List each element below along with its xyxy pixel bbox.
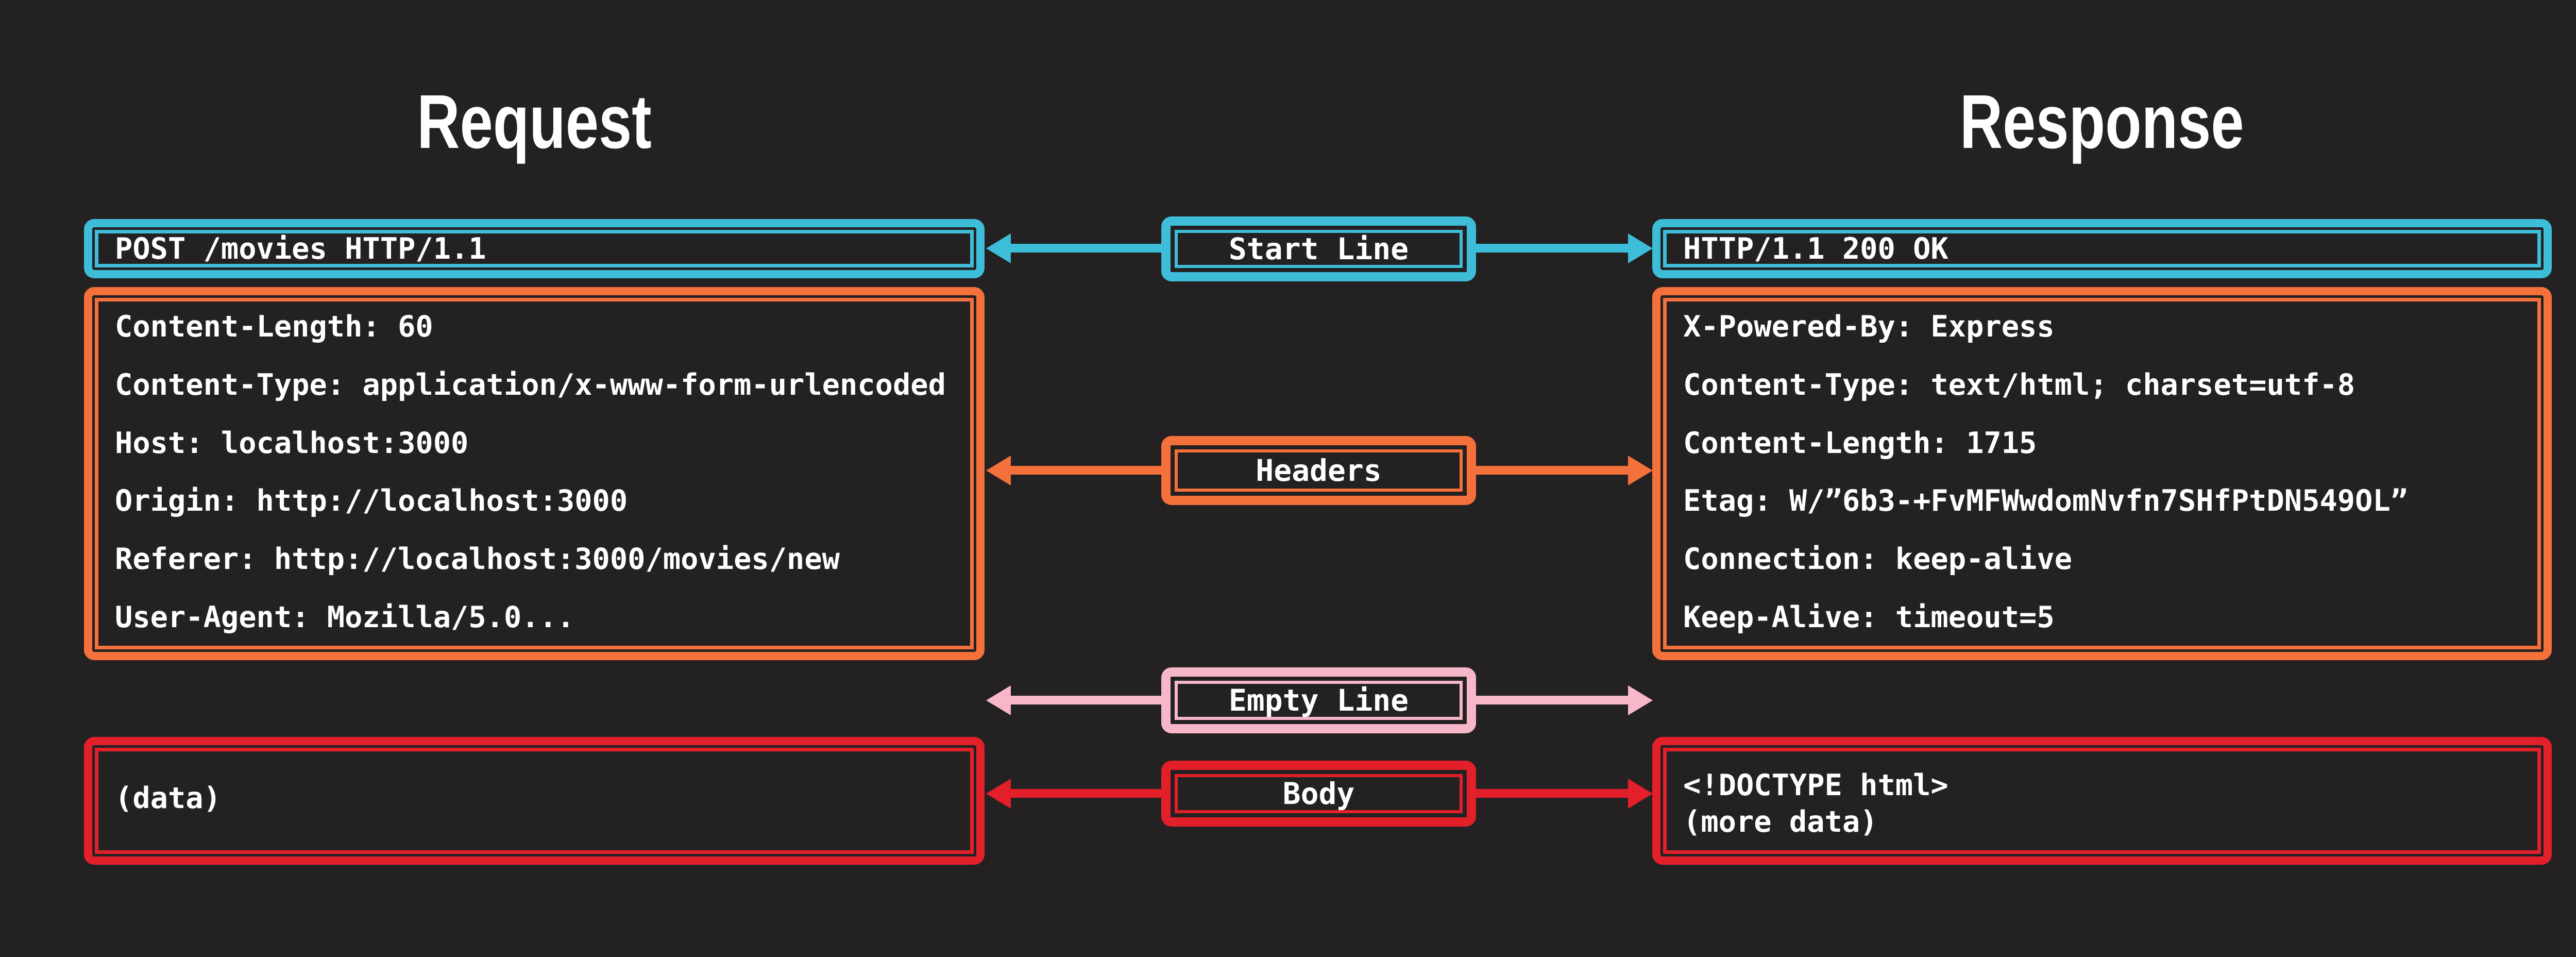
headers-label: Headers [1256,453,1382,488]
start-line-label: Start Line [1228,231,1409,266]
request-start-line-box: POST /movies HTTP/1.1 [84,219,985,278]
body-line: (data) [115,781,221,815]
body-label: Body [1282,776,1355,811]
header-line: Content-Length: 1715 [1683,426,2037,460]
response-body-list: <!DOCTYPE html> (more data) [1667,751,2537,850]
empty-line-label: Empty Line [1228,683,1409,718]
response-title: Response [1652,78,2552,166]
body-left-arrow-icon [1011,789,1161,798]
header-line: Origin: http://localhost:3000 [115,484,628,518]
response-headers-list: X-Powered-By: Express Content-Type: text… [1667,301,2537,646]
body-right-arrow-icon [1476,789,1628,798]
request-body-list: (data) [98,751,970,850]
empty-line-right-arrow-icon [1476,696,1628,704]
start-line-label-box: Start Line [1161,216,1476,281]
body-line: <!DOCTYPE html> [1683,768,1948,802]
response-start-line-box: HTTP/1.1 200 OK [1652,219,2552,278]
header-line: Etag: W/”6b3-+FvMFWwdomNvfn7SHfPtDN549OL… [1683,484,2408,518]
request-title: Request [84,78,985,166]
body-line: (more data) [1683,804,1878,839]
request-title-text: Request [417,79,652,164]
body-label-box: Body [1161,761,1476,827]
headers-right-arrow-icon [1476,466,1628,475]
header-line: Connection: keep-alive [1683,542,2072,577]
header-line: Content-Length: 60 [115,310,433,344]
request-headers-box: Content-Length: 60 Content-Type: applica… [84,287,985,660]
empty-line-label-box: Empty Line [1161,667,1476,733]
response-headers-box: X-Powered-By: Express Content-Type: text… [1652,287,2552,660]
header-line: Content-Type: text/html; charset=utf-8 [1683,367,2355,402]
request-headers-list: Content-Length: 60 Content-Type: applica… [98,301,970,646]
start-line-right-arrow-icon [1476,244,1628,253]
response-start-line: HTTP/1.1 200 OK [1683,231,1948,266]
request-body-box: (data) [84,737,985,865]
empty-line-left-arrow-icon [1011,696,1161,704]
start-line-left-arrow-icon [1011,244,1161,253]
header-line: Referer: http://localhost:3000/movies/ne… [115,542,840,577]
request-start-line: POST /movies HTTP/1.1 [115,231,486,266]
response-body-box: <!DOCTYPE html> (more data) [1652,737,2552,865]
header-line: Host: localhost:3000 [115,426,469,460]
header-line: Content-Type: application/x-www-form-url… [115,367,946,402]
header-line: X-Powered-By: Express [1683,310,2055,344]
headers-label-box: Headers [1161,436,1476,505]
header-line: Keep-Alive: timeout=5 [1683,600,2055,634]
headers-left-arrow-icon [1011,466,1161,475]
header-line: User-Agent: Mozilla/5.0... [115,600,575,634]
response-title-text: Response [1960,79,2244,164]
